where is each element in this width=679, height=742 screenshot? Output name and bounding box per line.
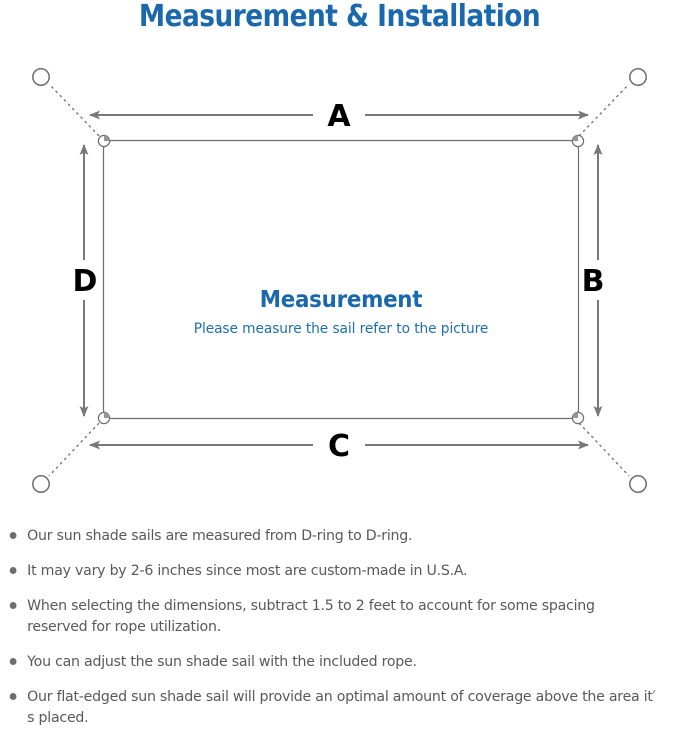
note-text: Our flat-edged sun shade sail will provi…	[27, 688, 656, 726]
dimension-labels: A B C D	[73, 99, 605, 464]
anchor-point-bottom-left	[32, 475, 50, 493]
note-item: When selecting the dimensions, subtract …	[0, 595, 659, 637]
sail-panel	[102, 139, 580, 420]
note-item: You can adjust the sun shade sail with t…	[0, 651, 659, 672]
dimension-label-b: B	[582, 264, 605, 299]
note-text: You can adjust the sun shade sail with t…	[27, 653, 417, 670]
anchor-point-bottom-right	[629, 475, 647, 493]
dimension-label-a: A	[327, 99, 351, 134]
note-text: When selecting the dimensions, subtract …	[27, 597, 595, 635]
anchor-point-top-left	[32, 68, 50, 86]
bullet-icon	[9, 658, 17, 665]
bullet-icon	[9, 693, 17, 700]
notes-list: Our sun shade sails are measured from D-…	[0, 525, 679, 742]
d-ring-top-left	[97, 134, 111, 148]
d-ring-bottom-right	[571, 411, 585, 425]
d-rings	[97, 134, 585, 425]
measurement-diagram-svg: A B C D	[32, 68, 647, 493]
measurement-diagram: A B C D Measurement Please measure the s…	[0, 44, 679, 514]
bullet-icon	[9, 602, 17, 609]
note-text: It may vary by 2-6 inches since most are…	[27, 562, 468, 579]
dimension-label-c: C	[328, 429, 350, 464]
bullet-icon	[9, 567, 17, 574]
rope-line-top-right	[578, 83, 630, 137]
note-item: It may vary by 2-6 inches since most are…	[0, 560, 659, 581]
rope-line-bottom-right	[578, 422, 630, 477]
dimension-arrows	[79, 110, 603, 450]
note-item: Our sun shade sails are measured from D-…	[0, 525, 659, 546]
bullet-icon	[9, 532, 17, 539]
sail-title-label: Measurement	[259, 287, 423, 313]
anchor-point-top-right	[629, 68, 647, 86]
note-item: Our flat-edged sun shade sail will provi…	[0, 686, 659, 728]
page-title: Measurement & Installation	[138, 0, 541, 34]
sail-subtitle-label: Please measure the sail refer to the pic…	[193, 321, 489, 337]
anchor-points	[32, 68, 647, 493]
dimension-label-d: D	[73, 264, 98, 299]
rope-lines	[48, 83, 630, 477]
rope-line-bottom-left	[48, 422, 100, 477]
rope-line-top-left	[48, 83, 100, 137]
d-ring-top-right	[571, 134, 585, 148]
d-ring-bottom-left	[97, 411, 111, 425]
note-text: Our sun shade sails are measured from D-…	[27, 527, 413, 544]
